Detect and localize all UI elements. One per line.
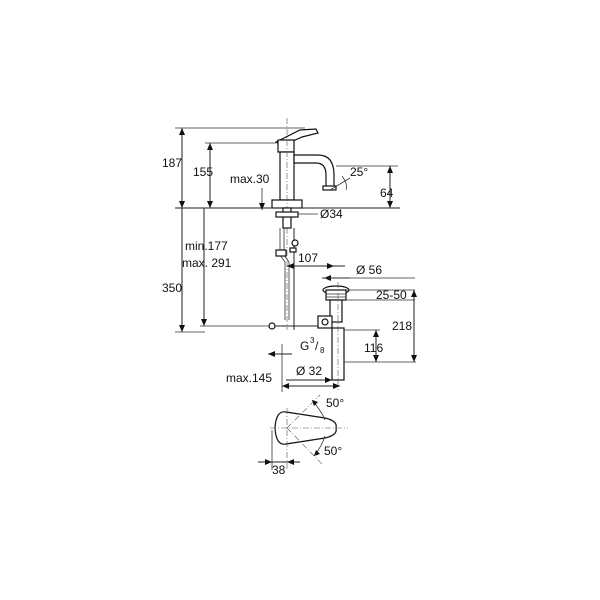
spout-tip [322, 185, 337, 191]
arrow-38-right [287, 459, 294, 465]
angle-25-arc [341, 175, 347, 191]
arrow-107-right [327, 263, 334, 269]
label-g-num: 3 [310, 336, 315, 345]
label-2550: 25-50 [376, 288, 407, 302]
arrow-218-bottom [411, 355, 417, 362]
label-max291: max. 291 [182, 256, 232, 270]
arrow-155-bottom [207, 201, 213, 208]
arrow-116-top [373, 330, 379, 337]
arrow-max145-left [282, 383, 289, 389]
label-g-prefix: G [300, 339, 309, 353]
arrow-64-bottom [387, 201, 393, 208]
label-350: 350 [162, 281, 182, 295]
arrow-155-top [207, 143, 213, 150]
mounting-shank [282, 207, 292, 229]
label-107: 107 [298, 251, 318, 265]
label-155: 155 [193, 165, 213, 179]
swing-upper-ray [286, 394, 321, 429]
body-cap [277, 139, 295, 153]
drain-tailpiece-upper [329, 299, 343, 323]
label-max145: max.145 [226, 371, 272, 385]
arrow-swing-upper [312, 400, 318, 406]
label-g-den: 8 [320, 346, 325, 355]
label-38: 38 [272, 463, 286, 477]
arrow-187-top [179, 128, 185, 135]
label-max30: max.30 [230, 172, 270, 186]
label-min177: min.177 [185, 239, 228, 253]
faucet-side-view: 187 155 max.30 25° 64 [162, 118, 400, 330]
arrow-max30 [259, 203, 265, 210]
arrow-max145-right [333, 383, 340, 389]
faucet-spout [293, 154, 335, 189]
arrow-350-bottom [179, 325, 185, 332]
label-25deg: 25° [350, 165, 368, 179]
label-50deg-upper: 50° [326, 396, 344, 410]
arrow-116-bottom [373, 355, 379, 362]
drain-pivot [321, 318, 329, 326]
swing-lower-ray [286, 427, 323, 465]
arrow-107-left [287, 263, 294, 269]
label-d56: Ø 56 [356, 263, 382, 277]
mounting-assembly: Ø34 min.177 max. 291 350 107 [162, 207, 345, 333]
arrow-g38 [268, 351, 275, 357]
arrow-38-left [265, 459, 272, 465]
drain-assembly: Ø 56 25-50 218 116 G 3 / [226, 263, 417, 392]
label-187: 187 [162, 156, 182, 170]
arrow-218-top [411, 290, 417, 297]
drain-body-top [325, 289, 347, 301]
lever-plan-view: 50° 50° 38 [258, 394, 348, 477]
hose-fitting [275, 249, 287, 257]
arrow-177-bottom [201, 319, 207, 326]
arrow-64-top [387, 166, 393, 173]
arrow-swing-lower [314, 450, 320, 456]
label-116: 116 [364, 341, 383, 355]
supply-hose-outer [279, 228, 286, 320]
label-d32: Ø 32 [296, 364, 322, 378]
arrow-d32 [325, 377, 332, 383]
label-g-slash: / [315, 339, 319, 353]
popup-clip [289, 247, 297, 253]
label-218: 218 [392, 319, 412, 333]
mounting-nut [275, 211, 299, 218]
label-d34: Ø34 [320, 207, 343, 221]
popup-knob [291, 239, 299, 247]
label-64: 64 [380, 186, 394, 200]
arrow-187-bottom [179, 201, 185, 208]
angle-25-ray [329, 177, 351, 191]
label-50deg-lower: 50° [324, 444, 342, 458]
supply-hose-inner [283, 228, 290, 320]
